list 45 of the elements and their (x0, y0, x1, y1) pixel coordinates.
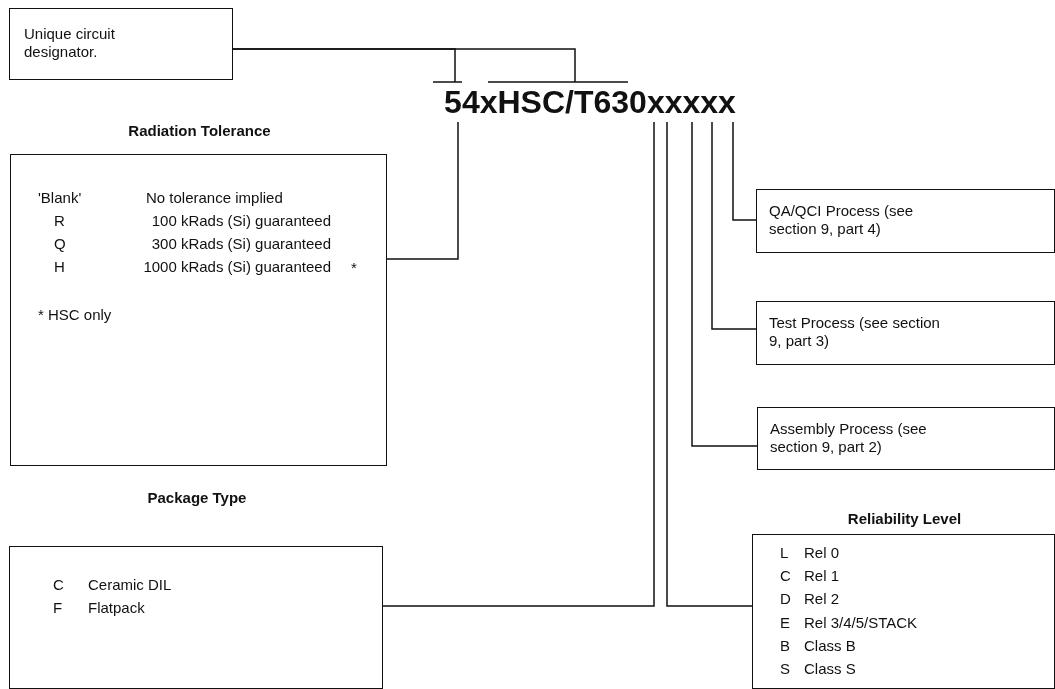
option-description: Class B (804, 637, 856, 655)
connector-line (691, 121, 758, 447)
option-code: 'Blank' (38, 189, 82, 207)
option-description: 1000 kRads (Si) guaranteed (142, 258, 331, 276)
footnote-mark: * (351, 259, 357, 277)
designator-text: Unique circuit designator. (24, 25, 116, 61)
process-text: Assembly Process (see section 9, part 2) (770, 420, 928, 456)
box-heading: Package Type (146, 489, 248, 507)
option-description: 300 kRads (Si) guaranteed (150, 235, 331, 253)
option-code: C (780, 567, 791, 585)
process-box (756, 301, 1055, 365)
option-description: No tolerance implied (146, 189, 283, 207)
connector-line (386, 121, 459, 260)
option-description: Rel 1 (804, 567, 840, 585)
process-text: QA/QCI Process (see section 9, part 4) (769, 202, 915, 238)
process-box (757, 407, 1055, 470)
option-code: C (53, 576, 64, 594)
option-code: H (54, 258, 65, 276)
connector-line (232, 48, 456, 83)
option-code: E (780, 614, 790, 632)
option-description: 100 kRads (Si) guaranteed (150, 212, 331, 230)
part-number-text: 54xHSC/T630xxxxx (443, 83, 737, 122)
option-code: L (780, 544, 789, 562)
option-description: Rel 2 (804, 590, 840, 608)
designator-box (9, 8, 233, 80)
process-text: Test Process (see section 9, part 3) (769, 314, 941, 350)
connector-line (711, 121, 757, 330)
footnote-text: * HSC only (38, 306, 112, 324)
option-code: B (780, 637, 790, 655)
connector-line (382, 121, 655, 607)
option-description: Flatpack (88, 599, 145, 617)
option-code: D (780, 590, 791, 608)
option-code: Q (54, 235, 66, 253)
box-heading: Reliability Level (846, 510, 963, 528)
option-description: Ceramic DIL (88, 576, 172, 594)
process-box (756, 189, 1055, 253)
option-description: Rel 0 (804, 544, 840, 562)
option-code: F (53, 599, 63, 617)
option-description: Class S (804, 660, 856, 678)
option-code: R (54, 212, 65, 230)
box-heading: Radiation Tolerance (127, 122, 272, 140)
option-description: Rel 3/4/5/STACK (804, 614, 918, 632)
connector-line (732, 121, 757, 221)
connector-line (666, 121, 753, 607)
option-code: S (780, 660, 790, 678)
